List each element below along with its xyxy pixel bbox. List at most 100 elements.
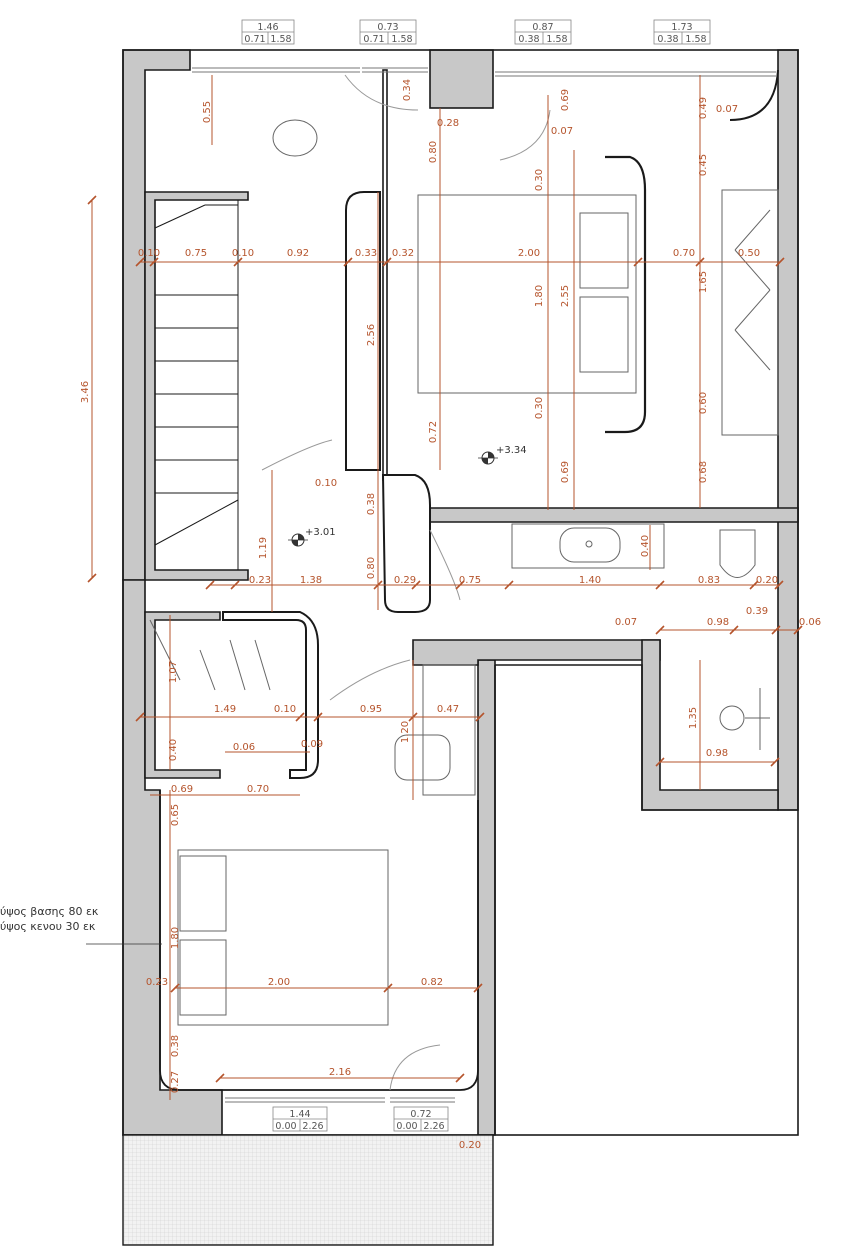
svg-text:0.27: 0.27 <box>170 1071 181 1093</box>
svg-text:0.38: 0.38 <box>366 493 377 515</box>
svg-text:1.40: 1.40 <box>579 575 601 586</box>
toilet-bath <box>719 529 756 578</box>
svg-text:0.55: 0.55 <box>202 101 213 123</box>
svg-text:1.07: 1.07 <box>168 661 179 683</box>
svg-text:1.58: 1.58 <box>391 34 412 45</box>
svg-text:2.26: 2.26 <box>302 1121 323 1132</box>
svg-text:0.70: 0.70 <box>673 248 695 259</box>
svg-text:0.72: 0.72 <box>410 1109 431 1120</box>
svg-text:0.39: 0.39 <box>746 606 768 617</box>
svg-text:0.47: 0.47 <box>437 704 459 715</box>
level-marker-bedroom: +3.34 <box>478 445 527 465</box>
svg-text:0.98: 0.98 <box>707 617 729 628</box>
svg-text:1.65: 1.65 <box>698 271 709 293</box>
toilet-top <box>272 119 318 157</box>
wall-right-outer <box>777 49 799 811</box>
svg-text:0.32: 0.32 <box>392 248 414 259</box>
wall-corridor-right <box>382 69 388 481</box>
master-bed <box>417 194 637 394</box>
wall-stair <box>144 191 249 581</box>
wall-lower-right <box>477 659 496 1136</box>
svg-text:0.10: 0.10 <box>274 704 296 715</box>
svg-text:0.70: 0.70 <box>247 784 269 795</box>
svg-text:1.35: 1.35 <box>688 707 699 729</box>
svg-text:0.73: 0.73 <box>377 22 398 33</box>
svg-text:0.10: 0.10 <box>138 248 160 259</box>
svg-text:0.83: 0.83 <box>698 575 720 586</box>
outlines <box>122 49 799 1136</box>
svg-text:ύψος βασης 80 εκ: ύψος βασης 80 εκ <box>0 905 99 918</box>
svg-text:2.26: 2.26 <box>423 1121 444 1132</box>
svg-text:2.56: 2.56 <box>366 324 377 346</box>
svg-text:+3.01: +3.01 <box>305 527 336 538</box>
dimension-labels: 0.55 0.34 0.28 0.80 0.69 0.07 0.49 0.07 … <box>80 79 821 1151</box>
level-markers: +3.34 +3.01 <box>288 445 527 547</box>
dimension-ticks <box>87 195 803 1083</box>
svg-text:1.46: 1.46 <box>257 22 278 33</box>
svg-text:0.80: 0.80 <box>366 557 377 579</box>
svg-text:1.80: 1.80 <box>170 927 181 949</box>
svg-text:0.65: 0.65 <box>170 804 181 826</box>
svg-text:0.28: 0.28 <box>437 118 459 129</box>
svg-text:0.75: 0.75 <box>185 248 207 259</box>
svg-text:0.30: 0.30 <box>534 169 545 191</box>
svg-text:0.80: 0.80 <box>428 141 439 163</box>
desk <box>422 664 476 796</box>
wall-closet <box>144 611 221 779</box>
svg-text:1.73: 1.73 <box>671 22 692 33</box>
svg-text:1.58: 1.58 <box>546 34 567 45</box>
svg-text:0.06: 0.06 <box>233 742 255 753</box>
wall-bath-block <box>641 639 779 811</box>
svg-text:0.34: 0.34 <box>402 79 413 101</box>
svg-text:1.49: 1.49 <box>214 704 236 715</box>
svg-text:0.20: 0.20 <box>459 1140 481 1151</box>
svg-text:0.50: 0.50 <box>738 248 760 259</box>
svg-text:0.49: 0.49 <box>698 97 709 119</box>
svg-text:0.07: 0.07 <box>615 617 637 628</box>
svg-text:0.20: 0.20 <box>756 575 778 586</box>
svg-text:1.80: 1.80 <box>534 285 545 307</box>
svg-text:1.58: 1.58 <box>270 34 291 45</box>
svg-text:2.55: 2.55 <box>560 285 571 307</box>
walls <box>122 49 799 1136</box>
svg-text:0.33: 0.33 <box>355 248 377 259</box>
svg-text:0.71: 0.71 <box>244 34 265 45</box>
svg-text:2.00: 2.00 <box>518 248 540 259</box>
svg-text:0.10: 0.10 <box>315 478 337 489</box>
svg-text:1.20: 1.20 <box>400 721 411 743</box>
vanity <box>511 523 665 569</box>
svg-text:0.69: 0.69 <box>171 784 193 795</box>
svg-text:0.29: 0.29 <box>394 575 416 586</box>
window-labels <box>241 19 711 1132</box>
svg-text:ύψος κενου 30 εκ: ύψος κενου 30 εκ <box>0 920 96 933</box>
svg-text:0.40: 0.40 <box>168 739 179 761</box>
svg-text:0.40: 0.40 <box>640 535 651 557</box>
wall-column-top <box>429 49 494 109</box>
furniture <box>149 74 779 1091</box>
svg-text:0.71: 0.71 <box>363 34 384 45</box>
svg-text:2.00: 2.00 <box>268 977 290 988</box>
svg-text:3.46: 3.46 <box>80 381 91 403</box>
svg-text:2.16: 2.16 <box>329 1067 351 1078</box>
svg-text:0.82: 0.82 <box>421 977 443 988</box>
svg-text:0.23: 0.23 <box>249 575 271 586</box>
window-label-text: 1.46 0.71 1.58 0.73 0.71 1.58 0.87 0.38 … <box>244 22 706 1132</box>
wall-left-upper <box>122 49 191 581</box>
svg-text:0.38: 0.38 <box>657 34 678 45</box>
shower-head <box>719 705 745 731</box>
svg-text:0.23: 0.23 <box>146 977 168 988</box>
basin <box>559 527 621 563</box>
wardrobe <box>721 189 779 436</box>
dimension-lines <box>91 75 798 1100</box>
svg-text:0.06: 0.06 <box>799 617 821 628</box>
svg-text:1.44: 1.44 <box>289 1109 310 1120</box>
chair <box>394 734 451 781</box>
svg-text:0.07: 0.07 <box>551 126 573 137</box>
wall-bath-lower <box>412 639 661 666</box>
svg-text:0.45: 0.45 <box>698 154 709 176</box>
svg-text:0.98: 0.98 <box>706 748 728 759</box>
svg-text:1.38: 1.38 <box>300 575 322 586</box>
wall-bedroom-bottom <box>417 507 799 523</box>
svg-text:0.38: 0.38 <box>518 34 539 45</box>
